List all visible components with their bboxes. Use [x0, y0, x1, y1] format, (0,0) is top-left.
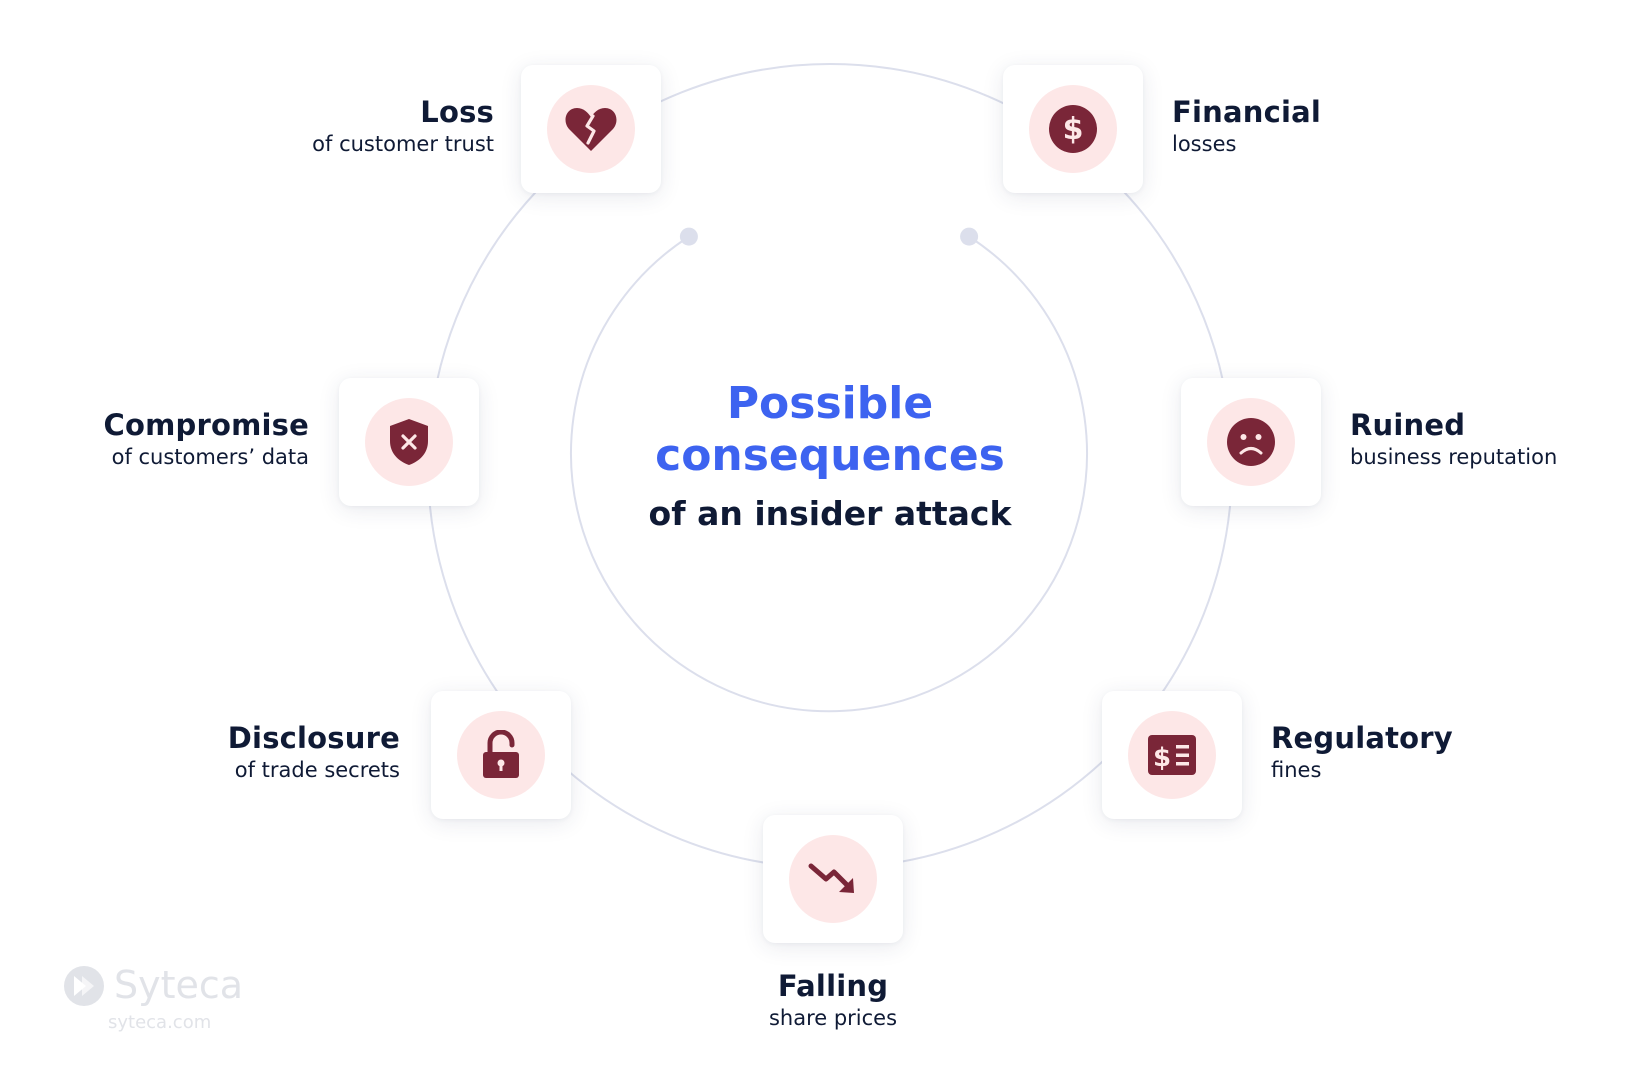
icon-disc — [547, 85, 635, 173]
item-subtitle: losses — [1172, 132, 1237, 156]
card-financial-losses: $ — [1003, 65, 1143, 193]
dollar-coin-icon: $ — [1049, 105, 1097, 153]
unlocked-padlock-icon — [483, 730, 519, 778]
syteca-logo-icon — [64, 966, 104, 1006]
item-subtitle: business reputation — [1350, 445, 1558, 469]
label-loss-of-trust: Loss of customer trust — [312, 94, 494, 158]
item-title: Falling — [777, 969, 889, 1003]
center-heading: Possible consequences of an insider atta… — [560, 378, 1100, 536]
inner-ring-end-dot-left — [679, 227, 698, 246]
inner-ring — [570, 235, 1088, 713]
icon-disc — [1207, 398, 1295, 486]
svg-text:$: $ — [1063, 112, 1084, 147]
icon-disc — [365, 398, 453, 486]
logo-brand: Syteca — [114, 963, 244, 1007]
item-title: Disclosure — [227, 721, 400, 755]
card-ruined-reputation — [1181, 378, 1321, 506]
item-subtitle: of customers’ data — [111, 445, 309, 469]
card-falling-share-prices — [763, 815, 903, 943]
card-compromise-customer-data — [339, 378, 479, 506]
card-loss-of-trust — [521, 65, 661, 193]
item-title: Ruined — [1350, 408, 1466, 442]
item-title: Regulatory — [1271, 721, 1453, 755]
inner-ring-end-dot-right — [960, 227, 979, 246]
item-title: Financial — [1172, 95, 1322, 129]
label-compromise-customer-data: Compromise of customers’ data — [104, 407, 310, 471]
item-subtitle: share prices — [768, 1006, 898, 1030]
card-disclosure-trade-secrets — [431, 691, 571, 819]
label-financial-losses: Financial losses — [1172, 94, 1321, 158]
icon-disc — [789, 835, 877, 923]
label-disclosure-trade-secrets: Disclosure of trade secrets — [228, 720, 400, 784]
broken-heart-icon — [565, 108, 617, 151]
fine-ticket-icon: $ — [1148, 735, 1196, 775]
icon-disc: $ — [1128, 711, 1216, 799]
icon-disc — [457, 711, 545, 799]
item-subtitle: of customer trust — [312, 132, 494, 156]
shield-x-icon — [390, 419, 428, 465]
item-title: Compromise — [103, 408, 309, 442]
heading-subtitle: of an insider attack — [648, 494, 1012, 533]
sad-face-icon — [1227, 418, 1275, 466]
item-subtitle: fines — [1271, 758, 1322, 782]
label-regulatory-fines: Regulatory fines — [1271, 720, 1453, 784]
icon-disc: $ — [1029, 85, 1117, 173]
item-subtitle: of trade secrets — [234, 758, 400, 782]
label-ruined-reputation: Ruined business reputation — [1350, 407, 1557, 471]
label-falling-share-prices: Falling share prices — [733, 968, 933, 1032]
heading-line-1: Possible — [726, 378, 934, 429]
heading-line-2: consequences — [655, 430, 1005, 481]
item-title: Loss — [420, 95, 494, 129]
svg-text:$: $ — [1153, 743, 1171, 773]
logo-site: syteca.com — [108, 1012, 212, 1033]
trend-down-icon — [808, 863, 854, 893]
card-regulatory-fines: $ — [1102, 691, 1242, 819]
